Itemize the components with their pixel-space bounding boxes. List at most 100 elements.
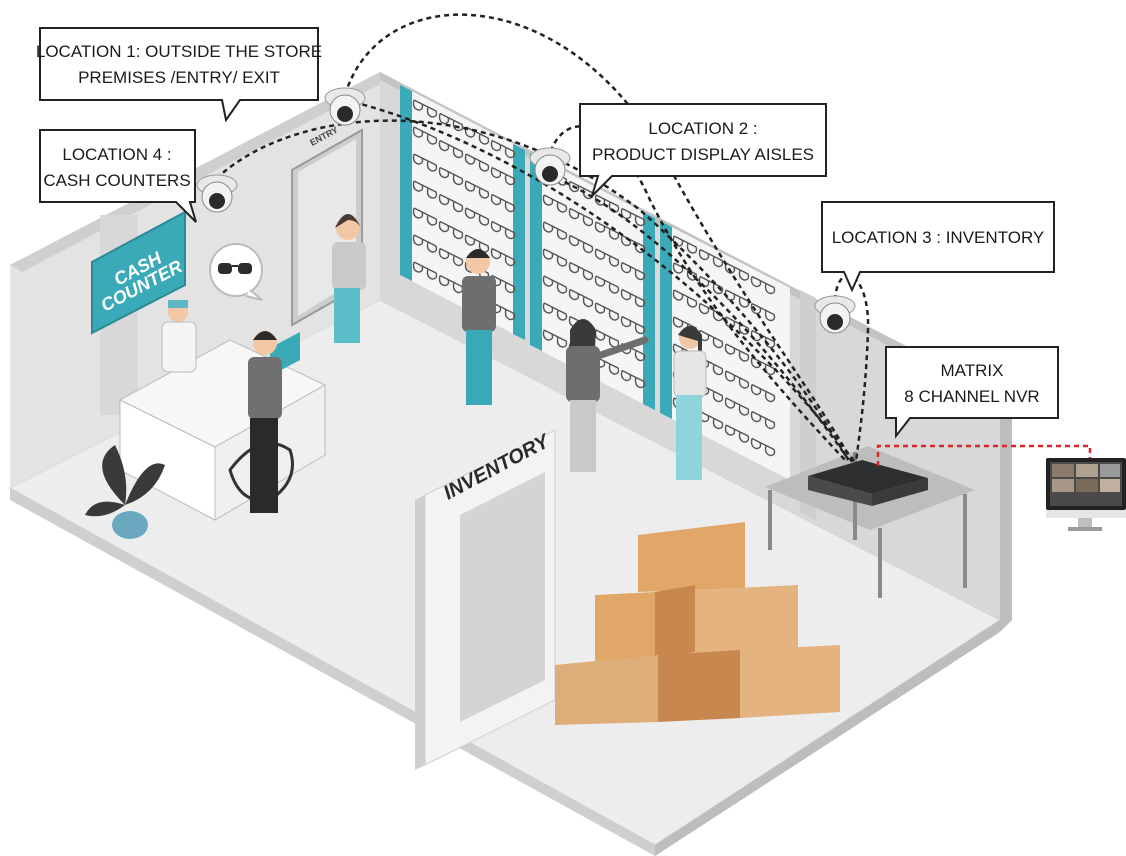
eyeglasses-item xyxy=(672,235,698,254)
eyeglasses-item xyxy=(724,397,750,416)
monitor-feed-3 xyxy=(1100,464,1120,477)
eyeglasses-item xyxy=(620,261,646,281)
callout-4-line1: LOCATION 4 : xyxy=(62,145,171,164)
eyeglasses-item xyxy=(750,437,776,457)
shopper-3-body xyxy=(566,346,600,402)
eyeglasses-item xyxy=(490,247,516,267)
camera-4-lens xyxy=(209,193,225,209)
eyeglasses-item xyxy=(620,315,646,335)
eyeglasses-item xyxy=(594,275,620,294)
floor-edge-left xyxy=(10,488,655,856)
nvr-device-front xyxy=(808,476,872,506)
eyeglasses-item xyxy=(542,194,568,213)
eyeglasses-item xyxy=(464,126,490,145)
eyeglasses-item xyxy=(542,248,568,267)
box-bottom-3 xyxy=(740,645,840,718)
eyeglasses-item xyxy=(412,261,438,280)
eyeglasses-item xyxy=(542,329,568,348)
box-bottom-1 xyxy=(555,655,658,725)
customer-body xyxy=(248,357,282,419)
callout-location-1: LOCATION 1: OUTSIDE THE STORE PREMISES /… xyxy=(36,27,322,123)
plant-pot xyxy=(112,511,148,539)
eyeglasses-item xyxy=(490,193,516,213)
monitor-link-line xyxy=(876,444,1092,466)
eyeglasses-item xyxy=(464,207,490,226)
eyeglasses-item xyxy=(412,126,438,145)
shopper-2-body xyxy=(462,276,496,332)
cashier-hair xyxy=(168,300,188,308)
bubble-tail xyxy=(245,289,263,301)
dome-camera-location-1 xyxy=(324,87,366,126)
glasses-thought-bubble xyxy=(209,243,263,301)
inventory-wall-edge xyxy=(415,495,425,770)
cashier-body xyxy=(161,321,197,373)
eyeglasses-item xyxy=(412,99,438,118)
callout-4-line2: CASH COUNTERS xyxy=(43,171,190,190)
eyeglasses-item xyxy=(724,370,750,389)
shopper-2-hair xyxy=(466,249,490,258)
callout-4-box xyxy=(39,129,197,223)
callout-location-3: LOCATION 3 : INVENTORY xyxy=(821,201,1055,293)
box-mid-2 xyxy=(695,585,798,654)
eyeglasses-item xyxy=(542,275,568,294)
eyeglasses-item xyxy=(490,139,516,159)
eyeglasses-item xyxy=(594,248,620,267)
eyeglasses-item xyxy=(438,112,464,132)
camera-3-lens xyxy=(827,314,843,330)
eyeglasses-item xyxy=(412,234,438,253)
monitor-display xyxy=(1046,458,1126,531)
eyeglasses-item xyxy=(620,207,646,227)
plant-leaves xyxy=(85,445,165,517)
eyeglasses-item xyxy=(724,343,750,362)
shopper-3-arm xyxy=(594,336,649,360)
monitor-stand xyxy=(1078,518,1092,528)
display-frame-3 xyxy=(660,221,672,419)
eyeglasses-item xyxy=(620,234,646,254)
callout-2-box xyxy=(579,103,827,197)
monitor-foot xyxy=(1068,527,1102,531)
link-camera-3 xyxy=(833,274,870,463)
eyeglasses-item xyxy=(672,262,698,281)
eyeglasses-item xyxy=(594,302,620,321)
eyeglasses-item xyxy=(750,275,776,295)
shoppers xyxy=(332,214,707,480)
sunglasses-lens-left xyxy=(218,263,232,274)
nvr-device-top xyxy=(808,460,928,494)
eyeglasses-item xyxy=(438,139,464,159)
callout-3-line1: LOCATION 3 : INVENTORY xyxy=(832,228,1045,247)
shopper-4-body xyxy=(673,350,707,398)
eyeglasses-item xyxy=(412,180,438,199)
inventory-room: INVENTORY xyxy=(415,429,840,770)
callout-nvr-line1: MATRIX xyxy=(941,361,1004,380)
monitor-feed-1 xyxy=(1052,464,1074,477)
shopper-2-legs xyxy=(466,330,492,405)
shopper-1-hair xyxy=(335,214,361,228)
shopper-4-legs xyxy=(676,395,702,480)
callout-nvr-box xyxy=(885,346,1059,439)
camera-2-lens xyxy=(542,166,558,182)
callout-3-box xyxy=(821,201,1055,293)
display-frame-1b xyxy=(513,144,525,340)
callout-1-line1: LOCATION 1: OUTSIDE THE STORE xyxy=(36,42,322,61)
monitor-feed-2 xyxy=(1076,464,1098,477)
eyeglasses-item xyxy=(464,153,490,172)
sunglasses-lens-right xyxy=(238,263,252,274)
eyeglasses-item xyxy=(750,302,776,322)
eyeglasses-item xyxy=(568,261,594,281)
callout-2-line2: PRODUCT DISPLAY AISLES xyxy=(592,145,814,164)
monitor-feed-6 xyxy=(1100,479,1120,492)
eyeglasses-item xyxy=(438,247,464,267)
shopper-3-legs xyxy=(570,400,596,472)
camera-1-lens xyxy=(337,106,353,122)
dome-camera-location-3 xyxy=(814,295,856,334)
eyeglasses-item xyxy=(750,410,776,430)
dome-camera-location-2 xyxy=(529,147,571,186)
callout-nvr: MATRIX 8 CHANNEL NVR xyxy=(885,346,1059,439)
display-frame-2b xyxy=(643,212,655,410)
eyeglasses-item xyxy=(438,166,464,186)
eyeglasses-item xyxy=(672,289,698,308)
box-top-front xyxy=(638,522,745,592)
monitor-feed-4 xyxy=(1052,479,1074,492)
eyeglasses-item xyxy=(620,288,646,308)
box-mid-1 xyxy=(595,592,655,665)
